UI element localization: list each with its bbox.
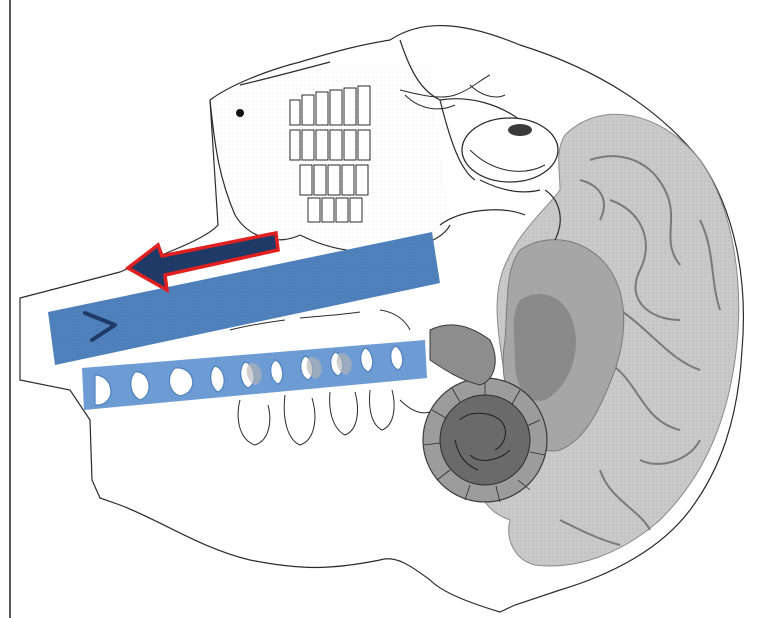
cerebellum-icon bbox=[423, 378, 547, 502]
jaw-foramen bbox=[236, 109, 244, 117]
eye-socket bbox=[462, 118, 558, 182]
